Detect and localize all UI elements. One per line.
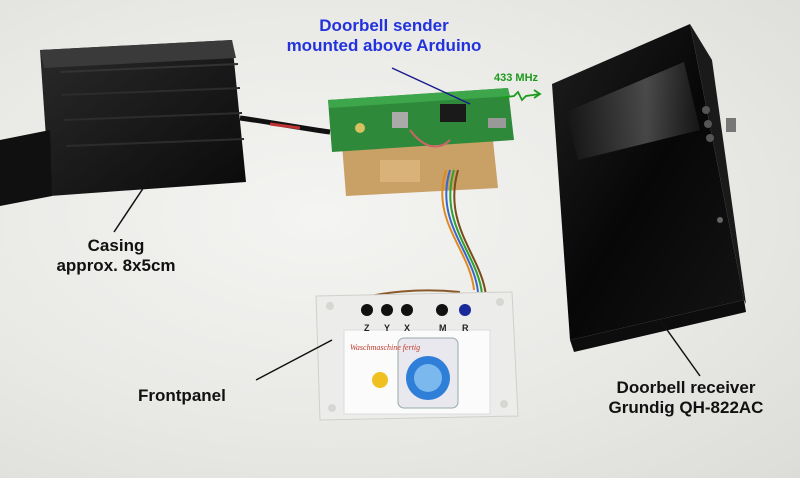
front-panel (315, 291, 519, 421)
panel-buttons (361, 304, 471, 316)
sender-pointer (391, 67, 471, 105)
signal-arrow (499, 89, 542, 102)
button-label: M (439, 323, 447, 333)
frontpanel-pointer (255, 339, 333, 381)
frequency-label: 433 MHz (494, 72, 539, 84)
sender-pcb (328, 88, 514, 152)
casing-label-line1: Casing (87, 236, 145, 255)
button-label: R (462, 323, 469, 333)
casing-box (0, 40, 246, 206)
receiver-label-line2: Grundig QH-822AC (608, 398, 764, 418)
receiver-pointer (659, 319, 701, 377)
button-r[interactable] (459, 304, 471, 316)
receiver-label: Doorbell receiver Grundig QH-822AC (586, 378, 786, 419)
button-label: Z (364, 323, 370, 333)
sticker-text: Waschmaschine fertig (350, 343, 420, 352)
frontpanel-label: Frontpanel (138, 386, 226, 405)
sender-label: Doorbell sender mounted above Arduino (256, 16, 512, 57)
casing-label-line2: approx. 8x5cm (56, 256, 176, 276)
annotation-lines (391, 67, 471, 105)
receiver-label-line1: Doorbell receiver (616, 378, 756, 397)
sender-label-line2: mounted above Arduino (286, 36, 482, 56)
button-label: X (404, 323, 410, 333)
receiver-device (552, 24, 746, 352)
casing-pointer (113, 177, 151, 233)
button-x[interactable] (401, 304, 413, 316)
button-letters: Z Y X M R (364, 323, 469, 333)
button-label: Y (384, 323, 390, 333)
button-m[interactable] (436, 304, 448, 316)
ribbon-cable (355, 169, 487, 301)
button-y[interactable] (381, 304, 393, 316)
button-z[interactable] (361, 304, 373, 316)
sender-label-line1: Doorbell sender (319, 16, 449, 35)
casing-label: Casing approx. 8x5cm (36, 236, 196, 277)
